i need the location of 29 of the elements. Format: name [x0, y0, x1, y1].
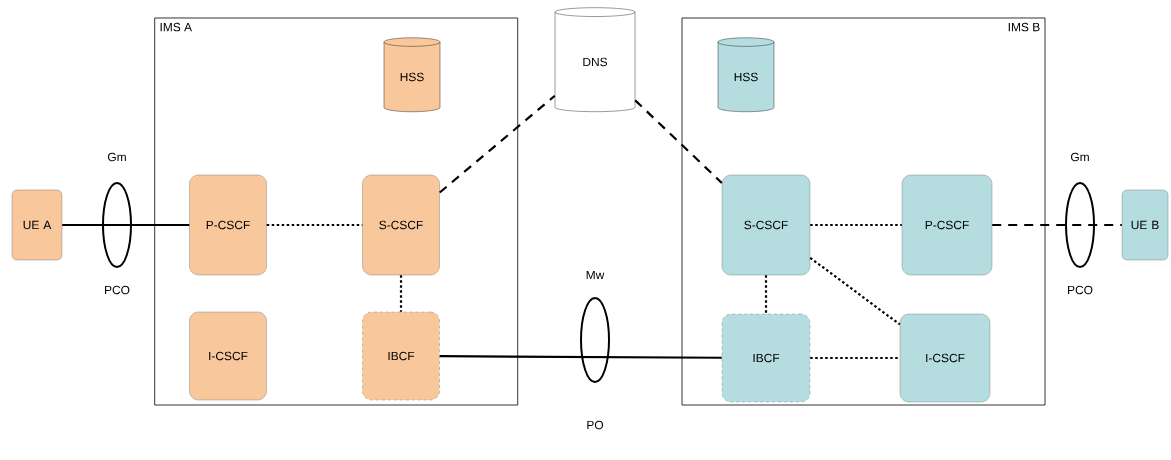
reference-point-label: PO [587, 420, 604, 430]
terminal-box: UE A [11, 189, 63, 261]
connector-line [399, 275, 403, 312]
function-box: IBCF [362, 311, 440, 401]
database-cylinder: DNS [554, 7, 636, 112]
function-box: I-CSCF [899, 313, 991, 403]
function-box: IBCF [721, 313, 811, 403]
connector-line [634, 99, 723, 184]
function-box: S-CSCF [721, 174, 811, 276]
function-box: P-CSCF [901, 174, 993, 276]
reference-point-label: Gm [107, 152, 126, 162]
function-box: P-CSCF [189, 174, 267, 276]
connector-line [439, 94, 556, 194]
reference-point-label: Gm [1071, 152, 1089, 162]
reference-point-label: PCO [105, 285, 130, 295]
reference-point-label: Mw [586, 270, 605, 280]
function-box: S-CSCF [362, 174, 440, 276]
terminal-box: UE B [1121, 189, 1169, 261]
database-cylinder: HSS [717, 37, 775, 112]
connector-line [810, 223, 902, 227]
connector-line [992, 223, 1122, 227]
database-cylinder: HSS [383, 37, 441, 112]
connector-line [439, 355, 722, 359]
connector-line [62, 223, 190, 227]
function-box: I-CSCF [189, 311, 267, 401]
connector-line [764, 275, 768, 314]
connector-line [810, 356, 900, 360]
reference-point-label: PCO [1068, 285, 1093, 295]
connector-line [809, 256, 901, 326]
